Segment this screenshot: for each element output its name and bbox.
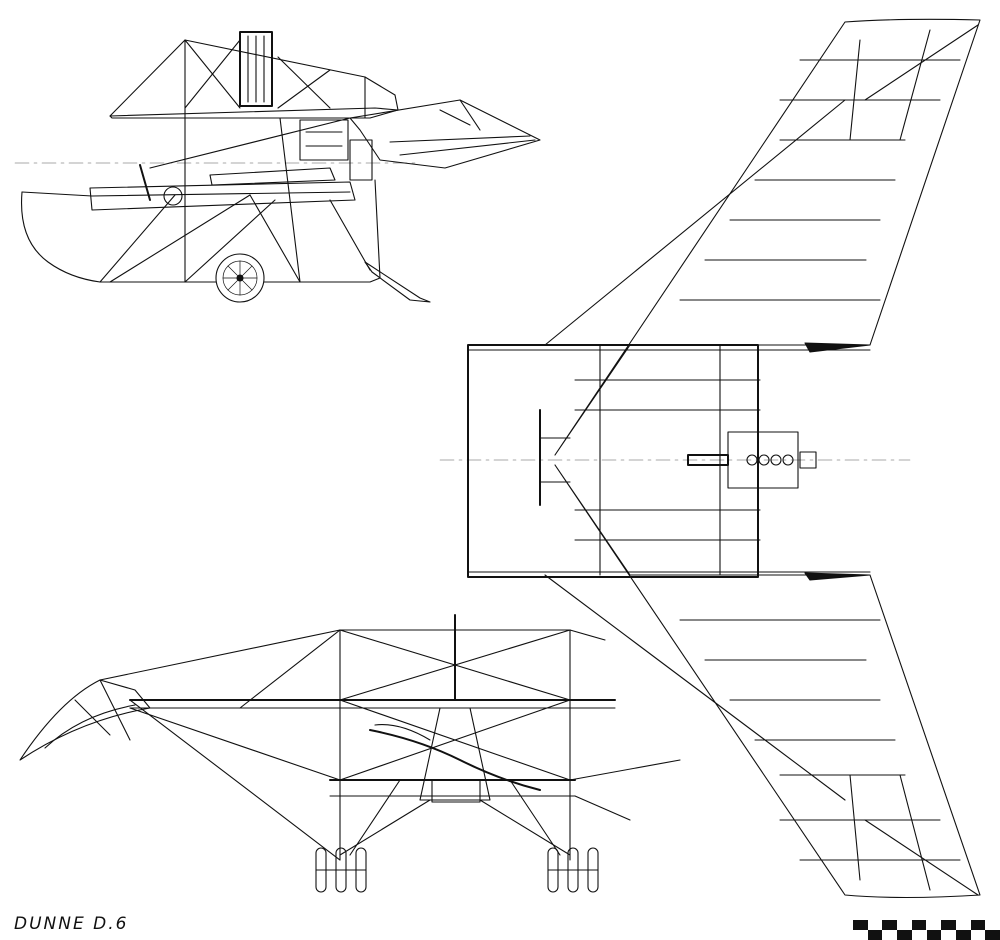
scale-bar-segment [882,920,898,930]
front-view [19,614,681,893]
scale-bar-segment [970,930,986,940]
scale-bar-segment [941,920,956,930]
scale-bar-segment [882,930,898,940]
scale-bar-segment [853,920,868,930]
scale-bar-segment [867,930,883,940]
scale-bar-segment [911,930,927,940]
drawing-title: DUNNE D.6 [14,914,129,934]
plan-view [439,18,981,899]
scale-bar-segment [970,920,986,930]
scale-bar-segment [941,930,956,940]
scale-bar [853,920,1000,940]
scale-bar-segment [926,920,942,930]
scale-bar-segment [897,930,912,940]
side-view [14,31,541,303]
scale-bar-segment [897,920,912,930]
scale-bar-segment [853,930,868,940]
scale-bar-segment [955,920,971,930]
scale-bar-segment [985,920,1000,930]
scale-bar-segment [911,920,927,930]
scale-bar-segment [867,920,883,930]
scale-bar-segment [985,930,1000,940]
scale-bar-segment [926,930,942,940]
scale-bar-segment [955,930,971,940]
